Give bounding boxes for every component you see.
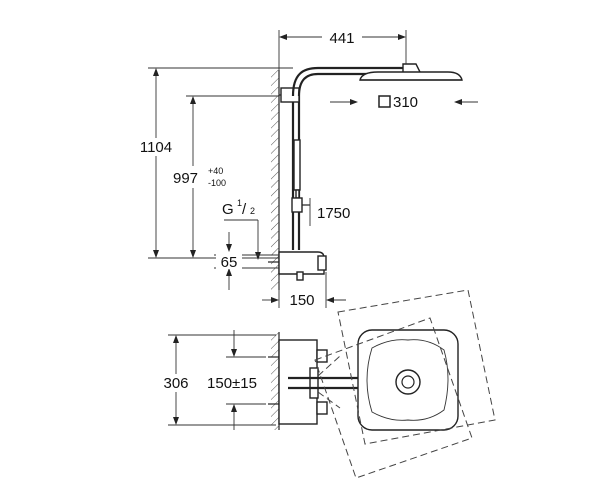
dim-connection-thread: G 1 / 2	[222, 198, 261, 290]
head-shower-top	[357, 329, 459, 431]
wall-side	[271, 70, 280, 290]
rotation-envelope-b	[314, 317, 473, 479]
top-view: 306 150±15	[154, 289, 496, 479]
dim-arm-length-label: 441	[329, 30, 354, 47]
thermostat-side	[268, 251, 327, 281]
rotation-envelope-a	[337, 289, 496, 445]
shower-arm	[291, 66, 406, 97]
connection-thread-numerator: 1	[237, 198, 242, 208]
dim-inlet-centres-label: 150±15	[207, 375, 257, 392]
dim-handshower-height-label: 1750	[317, 205, 350, 222]
connection-thread-denominator: 2	[250, 206, 255, 216]
thermostat-top	[268, 339, 328, 425]
dim-total-height-label: 1104	[140, 139, 172, 156]
dim-arm-length: 441	[278, 28, 407, 70]
rotation-arm-dashed	[317, 355, 341, 409]
dim-connection-depth-label: 65	[221, 254, 238, 271]
wall-top	[271, 332, 280, 430]
dim-adjustable-tol-minus: -100	[208, 178, 226, 188]
dim-thermostat-depth-label: 150	[289, 292, 314, 309]
dim-handshower-height: 1750	[309, 198, 350, 226]
dim-head-size-label: 310	[393, 94, 418, 111]
dim-bracket-height: 306	[154, 334, 276, 426]
dim-adjustable-height: 997 +40 -100	[170, 95, 279, 258]
svg-text:/: /	[242, 201, 247, 218]
connection-thread-letter: G	[222, 201, 234, 218]
side-view: 441 310 1104 997	[130, 28, 478, 309]
dim-thermostat-depth: 150	[262, 272, 346, 309]
dim-total-height: 1104	[130, 67, 293, 259]
dim-adjustable-height-label: 997	[173, 170, 198, 187]
square-symbol-icon	[378, 95, 391, 108]
dim-head-size: 310	[330, 94, 478, 111]
dim-inlet-centres: 150±15	[198, 330, 266, 430]
dim-bracket-height-label: 306	[163, 375, 188, 392]
dim-connection-depth: 65	[214, 254, 279, 271]
head-shower	[359, 63, 463, 81]
dim-adjustable-tol-plus: +40	[208, 166, 223, 176]
hand-shower	[291, 139, 310, 213]
